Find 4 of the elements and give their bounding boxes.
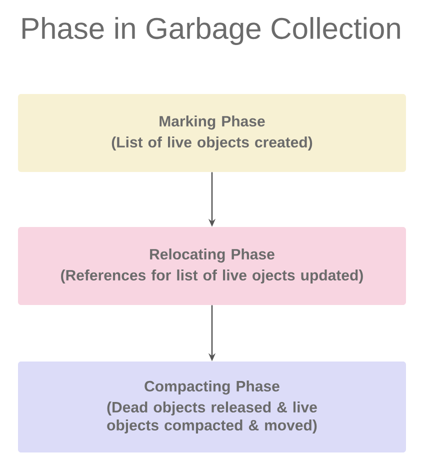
process-box: Relocating Phase (References for list of live ojects updated) <box>18 227 406 305</box>
process-box: Marking Phase (List of live objects created) <box>18 94 406 172</box>
title: Phase in Garbage Collection <box>22 17 400 45</box>
process-box: Compacting Phase (Dead objects released & live objects compacted & moved) <box>18 362 406 452</box>
